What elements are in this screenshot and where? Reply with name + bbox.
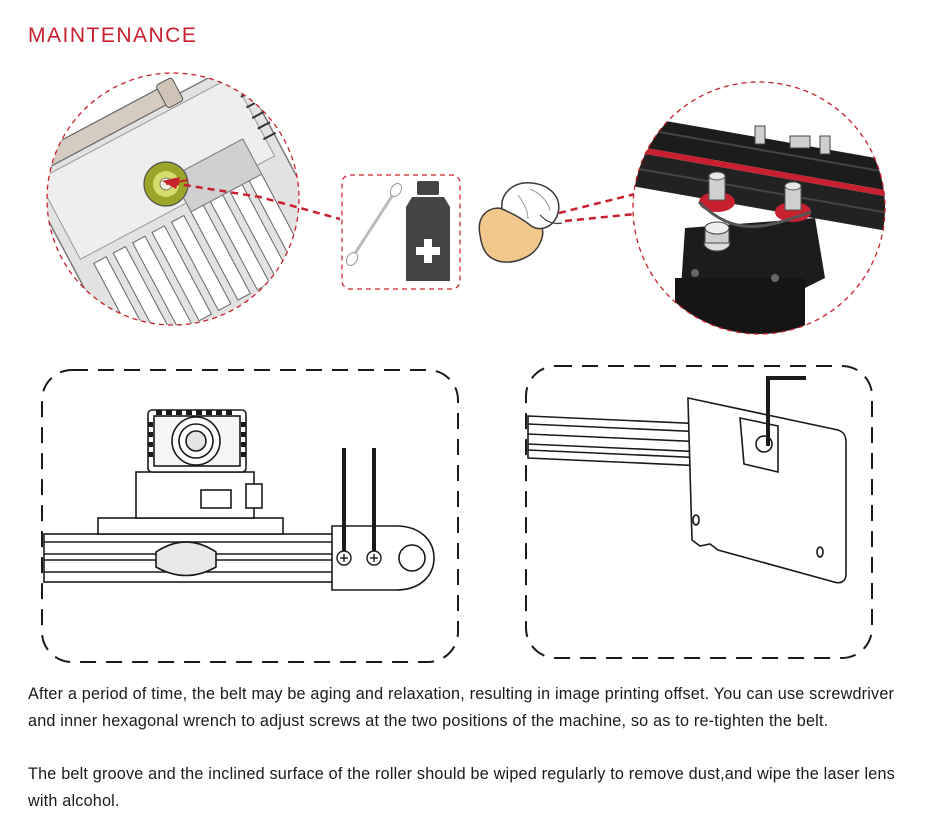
hand-with-cloth-icon [478, 182, 563, 263]
belt-roller-closeup [632, 81, 886, 335]
laser-lens-closeup [46, 72, 300, 326]
hex-wrench-adjust-diagram [525, 365, 873, 659]
cleaning-tools-box [341, 174, 461, 290]
instruction-paragraph-cleaning: The belt groove and the inclined surface… [28, 765, 895, 810]
belt-tension-screws-diagram [41, 369, 459, 663]
cotton-swab-icon [345, 182, 403, 267]
arrow-lens-to-tools [162, 177, 341, 221]
medical-cross-icon [416, 239, 440, 263]
alcohol-bottle-icon [406, 181, 450, 281]
page-title: MAINTENANCE [28, 24, 198, 47]
instruction-paragraph-belt: After a period of time, the belt may be … [28, 685, 895, 730]
